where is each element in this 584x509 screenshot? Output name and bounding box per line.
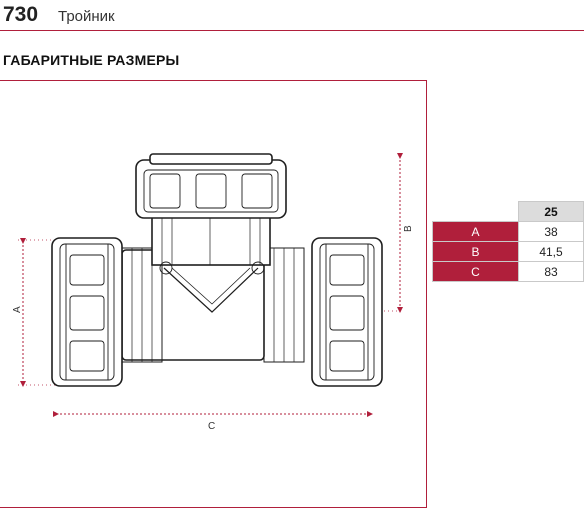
tee-fitting [51,153,383,387]
dimension-label: A [432,221,519,242]
product-title: Тройник [58,8,115,25]
header-divider [0,30,584,31]
drawing-frame [0,80,427,508]
dimension-value: 41,5 [518,241,584,262]
technical-drawing: A B C [12,153,414,432]
document-header: 730 Тройник [0,0,584,31]
dimension-value: 83 [518,261,584,282]
dimensions-table-header: 25 [432,201,584,222]
table-row: B 41,5 [432,241,584,262]
dimension-label: C [432,261,519,282]
dimension-label: B [432,241,519,262]
dimension-c: C [53,411,373,432]
table-corner-cell [432,201,519,222]
dimension-a-label: A [12,306,23,313]
size-header: 25 [518,201,584,222]
dimension-a: A [12,238,60,387]
table-row: A 38 [432,221,584,242]
dimension-c-label: C [208,421,215,432]
dimension-b: B [360,153,414,313]
product-code: 730 [3,3,39,26]
section-title: ГАБАРИТНЫЕ РАЗМЕРЫ [3,52,180,68]
table-row: C 83 [432,261,584,282]
dimension-b-label: B [403,225,414,232]
dimension-value: 38 [518,221,584,242]
dimensions-table: 25 A 38 B 41,5 C 83 [432,201,584,282]
